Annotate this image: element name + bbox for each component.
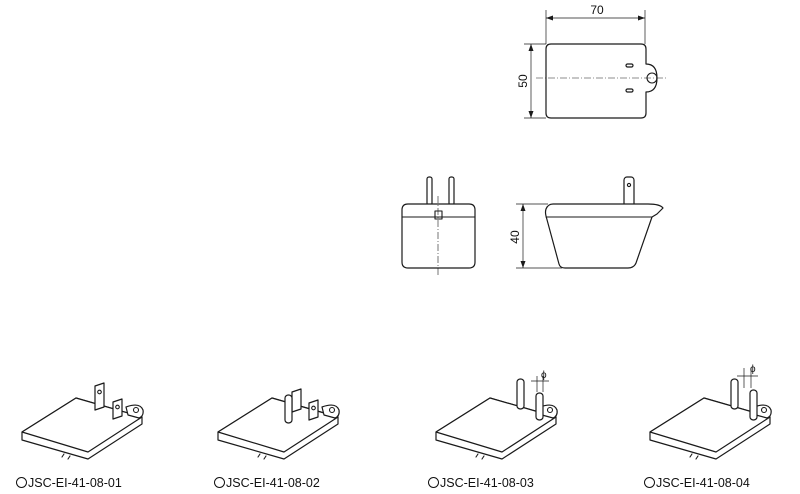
variant-04-diameter-symbol: ϕ xyxy=(750,364,756,375)
side-view-outline xyxy=(544,203,664,269)
bullet-circle-icon xyxy=(16,477,27,488)
variant-03-top xyxy=(435,397,557,453)
variant-04-top xyxy=(649,397,771,453)
width-dimension-label: 70 xyxy=(590,3,604,17)
model-label-01-text: JSC-EI-41-08-01 xyxy=(28,476,122,490)
variant-01-top xyxy=(21,397,143,453)
variant-02-top xyxy=(217,397,339,453)
front-view-latch xyxy=(434,210,443,220)
variant-02-round-pin xyxy=(284,394,293,424)
top-view-outline xyxy=(545,43,658,119)
model-label-02-text: JSC-EI-41-08-02 xyxy=(226,476,320,490)
variant-02-notch xyxy=(257,453,267,460)
front-view-outline xyxy=(401,203,476,269)
front-pin-left xyxy=(426,176,433,206)
model-label-02: JSC-EI-41-08-02 xyxy=(214,476,320,490)
variant-04-round-pin-rear xyxy=(730,378,739,410)
model-label-03: JSC-EI-41-08-03 xyxy=(428,476,534,490)
variant-01-blade-front-hole xyxy=(115,404,120,410)
variant-01-blade-rear xyxy=(94,382,105,411)
variant-04-round-pin-front xyxy=(749,389,758,421)
depth-dimension-label: 40 xyxy=(508,230,522,244)
front-pin-right xyxy=(448,176,455,206)
pin-slot-upper xyxy=(625,63,634,68)
variant-04-illustration: ϕ xyxy=(649,364,772,460)
front-view xyxy=(401,176,476,276)
bullet-circle-icon xyxy=(428,477,439,488)
variant-01-illustration xyxy=(21,382,144,460)
model-label-03-text: JSC-EI-41-08-03 xyxy=(440,476,534,490)
top-view: 70 50 xyxy=(516,3,668,119)
variant-03-round-pin-front xyxy=(535,392,544,421)
variant-03-notch xyxy=(475,453,485,460)
model-label-01: JSC-EI-41-08-01 xyxy=(16,476,122,490)
bullet-circle-icon xyxy=(644,477,655,488)
bullet-circle-icon xyxy=(214,477,225,488)
variant-03-illustration: ϕ xyxy=(435,370,558,460)
variant-01-tab-hole xyxy=(132,406,140,414)
variant-02-illustration xyxy=(217,388,340,460)
variant-02-blade-front-hole xyxy=(311,405,316,411)
model-label-04-text: JSC-EI-41-08-04 xyxy=(656,476,750,490)
variant-02-blade-rear xyxy=(291,388,302,413)
variant-03-diameter-symbol: ϕ xyxy=(541,370,547,381)
height-dimension-label: 50 xyxy=(516,74,530,88)
side-view: 40 xyxy=(508,176,664,269)
variant-02-tab-hole xyxy=(328,406,336,414)
side-pin xyxy=(623,176,635,208)
variant-01-notch xyxy=(61,453,71,460)
variant-03-round-pin-rear xyxy=(516,378,525,410)
variant-03-tab-hole xyxy=(546,406,554,414)
variant-01-blade-rear-hole xyxy=(97,389,102,395)
variant-04-notch xyxy=(689,453,699,460)
model-label-04: JSC-EI-41-08-04 xyxy=(644,476,750,490)
variant-04-tab-hole xyxy=(760,406,768,414)
depth-arrows xyxy=(520,204,526,268)
pin-slot-lower xyxy=(625,88,634,93)
side-pin-hole xyxy=(626,182,632,188)
